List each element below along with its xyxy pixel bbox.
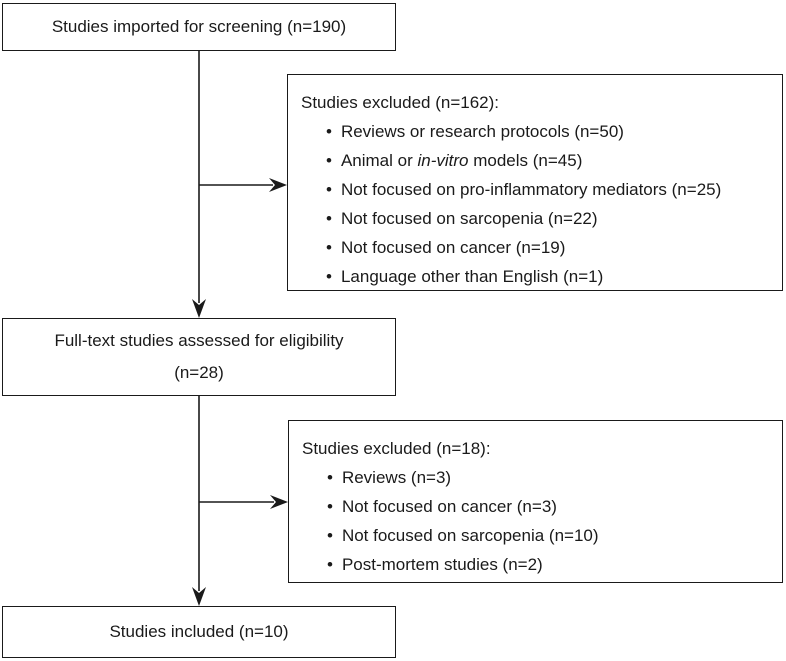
arrowhead-right-1 [269,178,287,192]
box-studies-included-label: Studies included (n=10) [109,622,289,641]
list-item: Not focused on cancer (n=19) [326,233,772,262]
list-item-text: Not focused on cancer (n=3) [341,497,557,516]
list-item-text: models (n=45) [468,151,583,170]
box-excluded-fulltext: Studies excluded (n=18): Reviews (n=3) N… [288,420,783,583]
list-item-text: Post-mortem studies (n=2) [341,555,543,574]
list-item: Reviews or research protocols (n=50) [326,117,772,146]
arrowhead-down-2 [192,587,206,606]
list-item-text: Language other than English (n=1) [340,267,604,286]
list-item: Not focused on cancer (n=3) [327,492,772,521]
list-item: Not focused on sarcopenia (n=22) [326,204,772,233]
list-item-text: Not focused on cancer (n=19) [340,238,566,257]
list-item: Not focused on pro-inflammatory mediator… [326,175,772,204]
box-excluded-screening: Studies excluded (n=162): Reviews or res… [287,74,783,291]
box-studies-included: Studies included (n=10) [2,606,396,658]
list-item-text: Not focused on sarcopenia (n=10) [341,526,599,545]
list-item-text: Reviews or research protocols (n=50) [340,122,624,141]
box-excluded-fulltext-title: Studies excluded (n=18): [302,439,491,458]
list-item-text: Animal or [340,151,418,170]
list-item-italic-text: in-vitro [417,151,469,170]
list-item: Animal or in-vitro models (n=45) [326,146,772,175]
box-fulltext-assessed: Full-text studies assessed for eligibili… [2,318,396,396]
arrowhead-down-1 [192,299,206,318]
list-item-text: Not focused on pro-inflammatory mediator… [340,180,722,199]
list-item-text: Not focused on sarcopenia (n=22) [340,209,598,228]
box-studies-imported-label: Studies imported for screening (n=190) [51,17,347,36]
list-item: Not focused on sarcopenia (n=10) [327,521,772,550]
box-fulltext-assessed-line1: Full-text studies assessed for eligibili… [54,331,344,350]
list-item: Reviews (n=3) [327,463,772,492]
list-item: Post-mortem studies (n=2) [327,550,772,579]
box-fulltext-assessed-line2: (n=28) [174,363,224,382]
excluded-screening-list: Reviews or research protocols (n=50) Ani… [301,117,772,291]
list-item: Language other than English (n=1) [326,262,772,291]
box-studies-imported: Studies imported for screening (n=190) [2,3,396,51]
excluded-fulltext-list: Reviews (n=3) Not focused on cancer (n=3… [302,463,772,579]
arrowhead-right-2 [270,495,288,509]
list-item-text: Reviews (n=3) [341,468,452,487]
box-excluded-screening-title: Studies excluded (n=162): [301,93,499,112]
